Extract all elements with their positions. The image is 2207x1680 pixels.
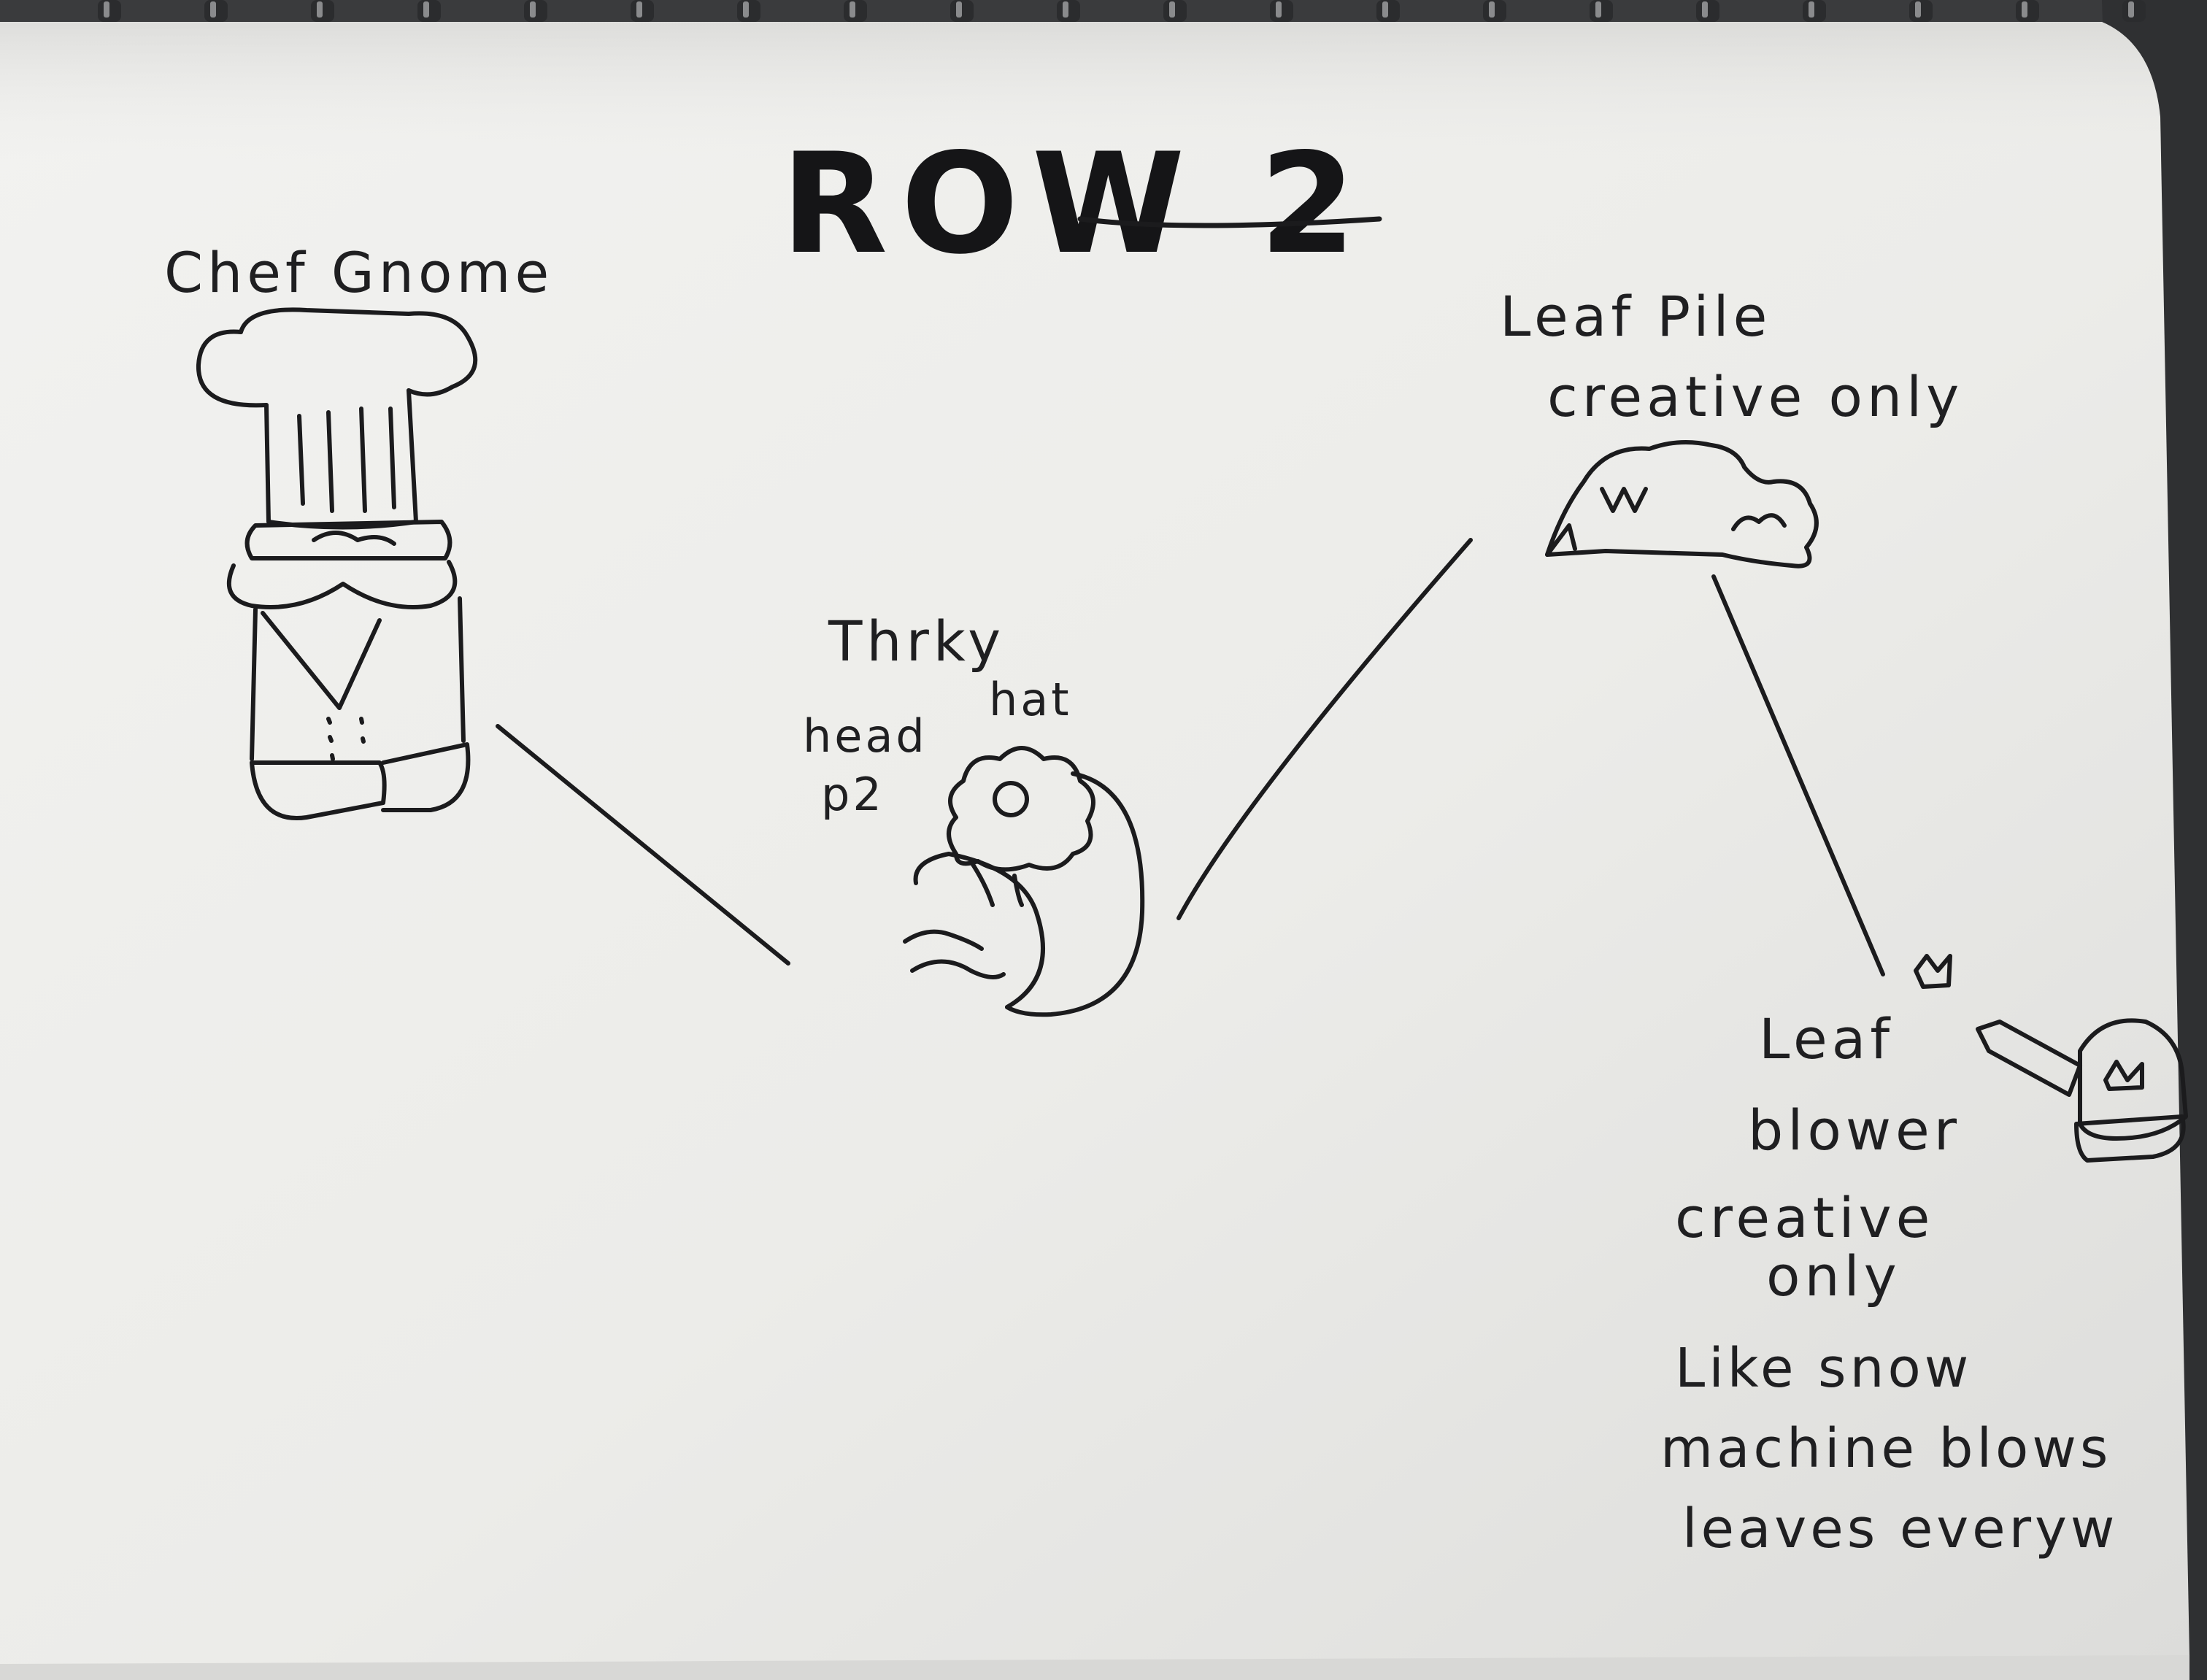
spiral-ring-highlight — [2128, 1, 2134, 18]
turkey-hat-note-head: head — [803, 709, 928, 763]
spiral-ring-highlight — [2022, 1, 2027, 18]
connector-line-1 — [496, 724, 790, 966]
spiral-ring-highlight — [1063, 1, 1068, 18]
leaf-pile-label: Leaf Pile — [1500, 284, 1771, 349]
spiral-binding — [98, 0, 2146, 22]
spiral-ring-highlight — [850, 1, 855, 18]
leaf-blower-desc-line2: machine blows — [1660, 1417, 2111, 1480]
leaf-icon — [1914, 954, 1952, 989]
leaf-blower-label-line1: Leaf — [1759, 1006, 1894, 1071]
spiral-ring-highlight — [210, 1, 216, 18]
page-title: ROW 2 — [781, 123, 1369, 285]
title-underline-stroke — [1077, 216, 1382, 228]
spiral-ring-highlight — [1702, 1, 1708, 18]
spiral-ring-highlight — [743, 1, 749, 18]
chef-gnome-item: Chef Gnome — [164, 240, 553, 821]
connector-line-3 — [1711, 574, 1885, 976]
connector-line-2 — [1176, 538, 1473, 920]
spiral-ring-highlight — [317, 1, 323, 18]
spiral-ring-highlight — [530, 1, 536, 18]
leaf-blower-note-line1: creative — [1675, 1185, 1934, 1250]
leaf-blower-item: Leaf blower creative only Like snow mach… — [1660, 954, 2188, 1560]
turkey-hat-label-hat: hat — [989, 673, 1072, 726]
leaf-pile-note: creative only — [1547, 364, 1963, 429]
turkey-hat-note-p2: p2 — [821, 768, 885, 821]
spiral-ring-highlight — [1169, 1, 1175, 18]
paper-page — [0, 22, 2189, 1680]
turkey-hat-drawing — [903, 746, 1145, 1017]
leaf-pile-drawing — [1545, 440, 1819, 569]
spiral-ring-highlight — [104, 1, 109, 18]
leaf-pile-item: Leaf Pile creative only — [1500, 284, 1963, 569]
turkey-hat-label: Thrky — [828, 609, 1005, 674]
turkey-hat-item: Thrky hat head p2 — [803, 609, 1145, 1017]
chef-gnome-label: Chef Gnome — [164, 240, 553, 305]
leaf-blower-desc-line1: Like snow — [1675, 1337, 1972, 1400]
leaf-blower-drawing — [1914, 954, 2188, 1163]
spiral-ring-highlight — [1489, 1, 1495, 18]
spiral-ring-highlight — [1382, 1, 1388, 18]
spiral-ring-highlight — [1595, 1, 1601, 18]
spiral-ring-highlight — [1915, 1, 1921, 18]
spiral-ring-highlight — [423, 1, 429, 18]
leaf-blower-note-line2: only — [1766, 1244, 1901, 1309]
leaf-blower-desc-line3: leaves everyw — [1682, 1498, 2118, 1560]
leaf-blower-label-line2: blower — [1748, 1098, 1961, 1163]
spiral-ring-highlight — [1809, 1, 1814, 18]
spiral-ring-highlight — [956, 1, 962, 18]
chef-gnome-drawing — [196, 307, 478, 821]
spiral-ring-highlight — [636, 1, 642, 18]
spiral-ring-highlight — [1276, 1, 1282, 18]
